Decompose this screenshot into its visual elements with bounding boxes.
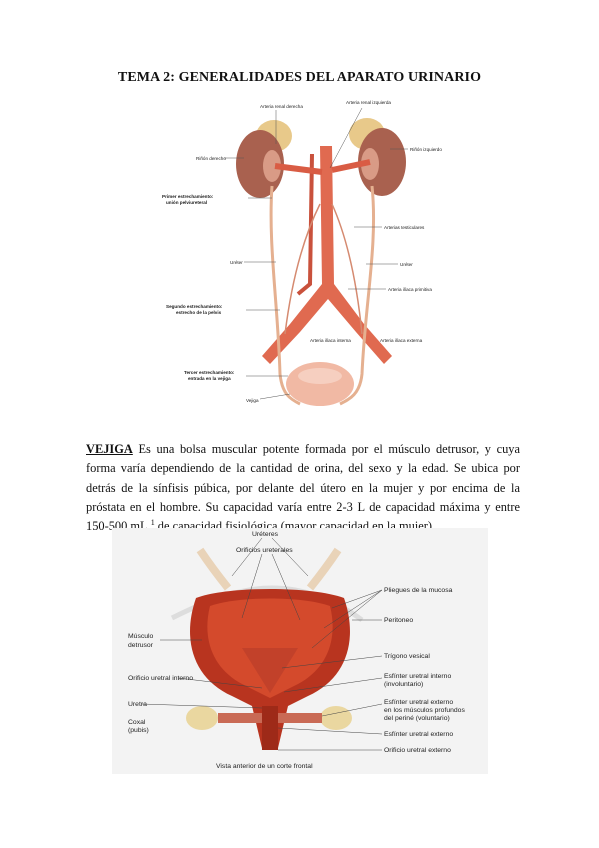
label-primer-estrechamiento: Primer estrechamiento:	[162, 194, 214, 199]
label-musculo: Músculo	[128, 633, 154, 640]
label-arteria-iliaca-primitiva: Arteria ilíaca primitiva	[388, 287, 432, 292]
urinary-system-figure: Arteria renal derecha Arteria renal izqu…	[150, 94, 470, 414]
label-arteria-renal-derecha: Arteria renal derecha	[260, 104, 303, 109]
label-entrada-vejiga: entrada en la vejiga	[188, 376, 231, 381]
label-estrecho-pelvis: estrecho de la pelvis	[176, 310, 222, 315]
right-kidney	[236, 120, 292, 198]
label-pliegues-mucosa: Pliegues de la mucosa	[384, 587, 453, 594]
label-trigono: Trígono vesical	[384, 653, 430, 660]
label-detrusor: detrusor	[128, 642, 154, 649]
vejiga-paragraph: VEJIGA Es una bolsa muscular potente for…	[86, 440, 520, 536]
label-arteria-iliaca-externa: Arteria ilíaca externa	[380, 338, 423, 343]
right-ureter	[269, 185, 301, 406]
label-ureter-right: Uréter	[400, 262, 413, 267]
label-vejiga: Vejiga	[246, 398, 259, 403]
label-uretra: Uretra	[128, 701, 147, 708]
label-arteria-renal-izquierda: Arteria renal izquierda	[346, 100, 391, 105]
label-orificio-interno: Orificio uretral interno	[128, 675, 193, 682]
label-coxal: Coxal	[128, 719, 146, 726]
label-segundo-estrechamiento: Segundo estrechamiento:	[166, 304, 223, 309]
left-kidney	[349, 118, 406, 196]
label-arterias-testiculares: Arterias testiculares	[384, 225, 425, 230]
label-orificios-ureterales: Orificios ureterales	[236, 547, 293, 554]
label-orificio-externo: Orificio uretral externo	[384, 747, 451, 754]
label-arteria-iliaca-interna: Arteria ilíaca interna	[310, 338, 351, 343]
aorta	[262, 146, 392, 364]
paragraph-text-1: Es una bolsa muscular potente formada po…	[86, 442, 520, 534]
label-involuntario: (involuntario)	[384, 681, 423, 688]
bladder-section-figure: Uréteres Orificios ureterales Pliegues d…	[112, 528, 488, 774]
vejiga-keyword: VEJIGA	[86, 442, 133, 456]
coxal-left	[186, 706, 218, 730]
label-ureter-left: Uréter	[230, 260, 243, 265]
label-esfinter-externo-b: Esfínter uretral externo	[384, 731, 453, 738]
figure-caption: Vista anterior de un corte frontal	[216, 763, 313, 770]
page-title: TEMA 2: GENERALIDADES DEL APARATO URINAR…	[117, 70, 482, 85]
label-tercer-estrechamiento: Tercer estrechamiento:	[184, 370, 235, 375]
label-esfinter-externo: Esfínter uretral externo	[384, 699, 453, 706]
label-union-pelviureteral: unión pelviureteral	[166, 200, 207, 205]
label-musculos-profundos: en los músculos profundos	[384, 707, 465, 714]
label-peritoneo: Peritoneo	[384, 617, 413, 624]
footnote-marker: 1	[150, 518, 155, 528]
label-rinon-izquierdo: Riñón izquierdo	[410, 147, 442, 152]
left-ureter	[339, 185, 376, 406]
label-esfinter-interno: Esfínter uretral interno	[384, 673, 451, 680]
coxal-right	[320, 706, 352, 730]
label-pubis: (pubis)	[128, 727, 149, 734]
label-rinon-derecho: Riñón derecho	[196, 156, 226, 161]
label-ureteres: Uréteres	[252, 531, 279, 538]
label-perine-voluntario: del periné (voluntario)	[384, 715, 450, 722]
